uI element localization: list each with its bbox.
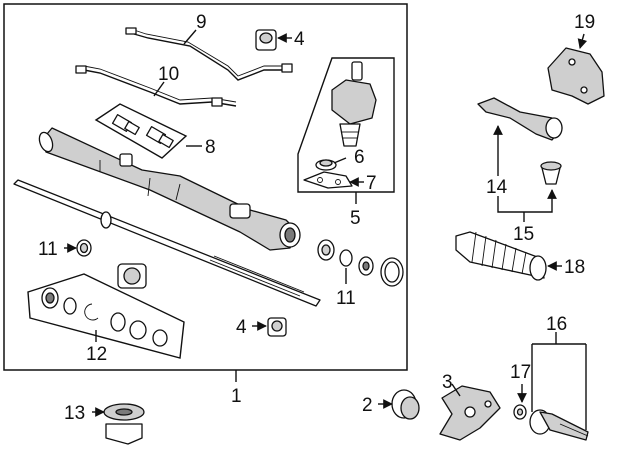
inner-tie-rod-16[interactable] (529, 409, 589, 441)
callout-9: 9 (196, 12, 207, 33)
bracket-16 (531, 343, 587, 430)
callout-1: 1 (231, 386, 242, 407)
leader-3 (451, 383, 461, 397)
leader-6 (333, 157, 347, 164)
callout-11-left: 11 (38, 239, 58, 260)
seal-6[interactable] (315, 159, 337, 171)
callout-15: 15 (513, 224, 534, 245)
valve-box-5 (297, 57, 395, 193)
bushing-4-top[interactable] (255, 29, 277, 51)
leader-9 (183, 29, 197, 45)
fittings-8[interactable] (94, 103, 188, 159)
callout-4-top: 4 (294, 29, 305, 50)
plug-2[interactable] (391, 389, 420, 420)
tie-rod-end-14[interactable] (477, 97, 563, 141)
callout-13: 13 (64, 403, 85, 424)
callout-11-right: 11 (336, 288, 356, 309)
rings-11-right[interactable] (317, 239, 404, 287)
callout-17: 17 (510, 362, 531, 383)
center-bushing[interactable] (117, 263, 147, 289)
callout-10: 10 (158, 64, 179, 85)
gasket-7[interactable] (303, 171, 353, 189)
callout-14: 14 (486, 177, 508, 198)
bracket-19[interactable] (547, 47, 605, 105)
leader-19 (577, 33, 588, 49)
callout-2: 2 (362, 395, 373, 416)
callout-5: 5 (350, 208, 361, 229)
rack-housing[interactable] (37, 127, 301, 251)
callout-16: 16 (546, 314, 567, 335)
callout-6: 6 (354, 147, 365, 168)
ring-11-left[interactable] (76, 239, 92, 257)
pipe-9[interactable] (125, 27, 293, 81)
bracket-15 (497, 196, 553, 222)
assembly-frame (3, 3, 408, 371)
mount-13[interactable] (103, 403, 145, 445)
leader-10 (153, 81, 165, 97)
boot-15[interactable] (540, 161, 562, 185)
callout-19: 19 (574, 12, 595, 33)
seal-kit-12[interactable] (41, 287, 168, 347)
rack-bar[interactable] (13, 179, 321, 307)
pipe-10[interactable] (75, 65, 237, 107)
seal-kit-box-12 (27, 273, 185, 359)
callout-8: 8 (205, 137, 216, 158)
callout-4-bottom: 4 (236, 317, 247, 338)
bellows-18[interactable] (455, 231, 547, 281)
bushing-4-bottom[interactable] (267, 317, 287, 337)
washer-17[interactable] (513, 404, 527, 420)
valve-body[interactable] (331, 61, 377, 147)
callout-18: 18 (564, 257, 585, 278)
bracket-3[interactable] (439, 385, 501, 441)
callout-7: 7 (366, 173, 377, 194)
callout-12: 12 (86, 344, 107, 365)
callout-3: 3 (442, 372, 453, 393)
